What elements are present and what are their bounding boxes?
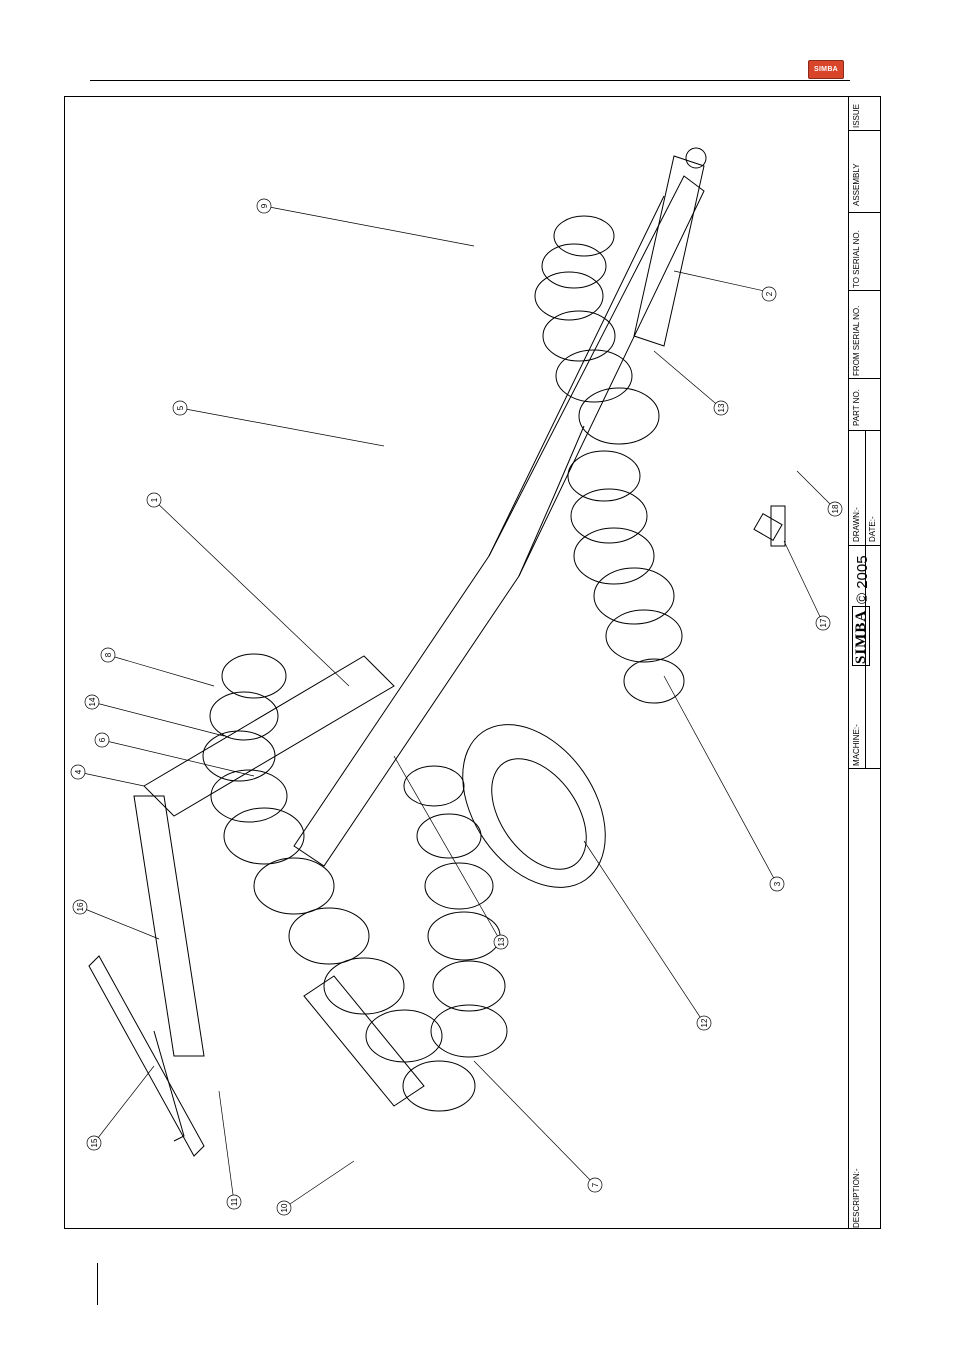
callout-label: 1 bbox=[150, 497, 159, 502]
header-rule bbox=[90, 80, 850, 81]
issue-label: ISSUE bbox=[852, 104, 861, 128]
description-label: DESCRIPTION:- bbox=[852, 1168, 861, 1228]
assembly-label: ASSEMBLY bbox=[852, 163, 861, 206]
rear-disc-gang-left bbox=[203, 654, 507, 1111]
simba-logo-text: SIMBA bbox=[814, 66, 838, 73]
callout-label: 17 bbox=[819, 618, 828, 627]
title-block-divider bbox=[848, 378, 881, 379]
callout-label: 13 bbox=[717, 403, 726, 412]
rear-disc-gang-right bbox=[568, 451, 684, 703]
hitch-eye bbox=[686, 148, 706, 168]
callout-label: 15 bbox=[90, 1138, 99, 1147]
callout-label: 3 bbox=[773, 881, 782, 886]
main-beam bbox=[294, 176, 704, 866]
transport-wheel bbox=[433, 698, 635, 914]
simba-logo: SIMBA bbox=[808, 60, 844, 79]
callout-label: 12 bbox=[700, 1018, 709, 1027]
callout-label: 8 bbox=[104, 652, 113, 657]
callout-label: 10 bbox=[280, 1203, 289, 1212]
drawbar bbox=[634, 156, 704, 346]
callout-label: 4 bbox=[74, 769, 83, 774]
callout-label: 11 bbox=[230, 1197, 239, 1206]
simba-mark: SIMBA bbox=[853, 610, 870, 664]
copyright-text: © 2005 bbox=[854, 555, 871, 604]
packer-roller bbox=[404, 766, 505, 1011]
title-block-divider bbox=[848, 768, 881, 769]
assembly-drawing: 1 2 3 4 5 6 7 8 9 10 11 12 13 13 14 15 1… bbox=[64, 96, 848, 1229]
callout-label: 6 bbox=[98, 737, 107, 742]
callout-label: 14 bbox=[88, 697, 97, 706]
title-block-divider bbox=[848, 212, 881, 213]
page-margin-rule bbox=[97, 1263, 98, 1305]
machine-label: MACHINE:- bbox=[852, 724, 861, 766]
front-disc-gang bbox=[535, 216, 659, 444]
from-serial-label: FROM SERIAL NO. bbox=[852, 306, 861, 376]
callout-label: 16 bbox=[76, 902, 85, 911]
title-block-divider bbox=[848, 290, 881, 291]
part-18-manual bbox=[754, 514, 782, 541]
callout-label: 13 bbox=[497, 937, 506, 946]
title-block-divider bbox=[848, 130, 881, 131]
to-serial-label: TO SERIAL NO. bbox=[852, 230, 861, 288]
callout-label: 2 bbox=[765, 291, 774, 296]
left-arm bbox=[134, 796, 204, 1056]
callout-label: 9 bbox=[260, 203, 269, 208]
drawn-label: DRAWN:- bbox=[852, 507, 861, 542]
callout-label: 18 bbox=[831, 504, 840, 513]
part-no-label: PART NO. bbox=[852, 389, 861, 426]
callout-label: 7 bbox=[591, 1182, 600, 1187]
rear-frame bbox=[144, 656, 394, 816]
callout-label: 5 bbox=[176, 405, 185, 410]
date-label: DATE:- bbox=[868, 516, 877, 542]
